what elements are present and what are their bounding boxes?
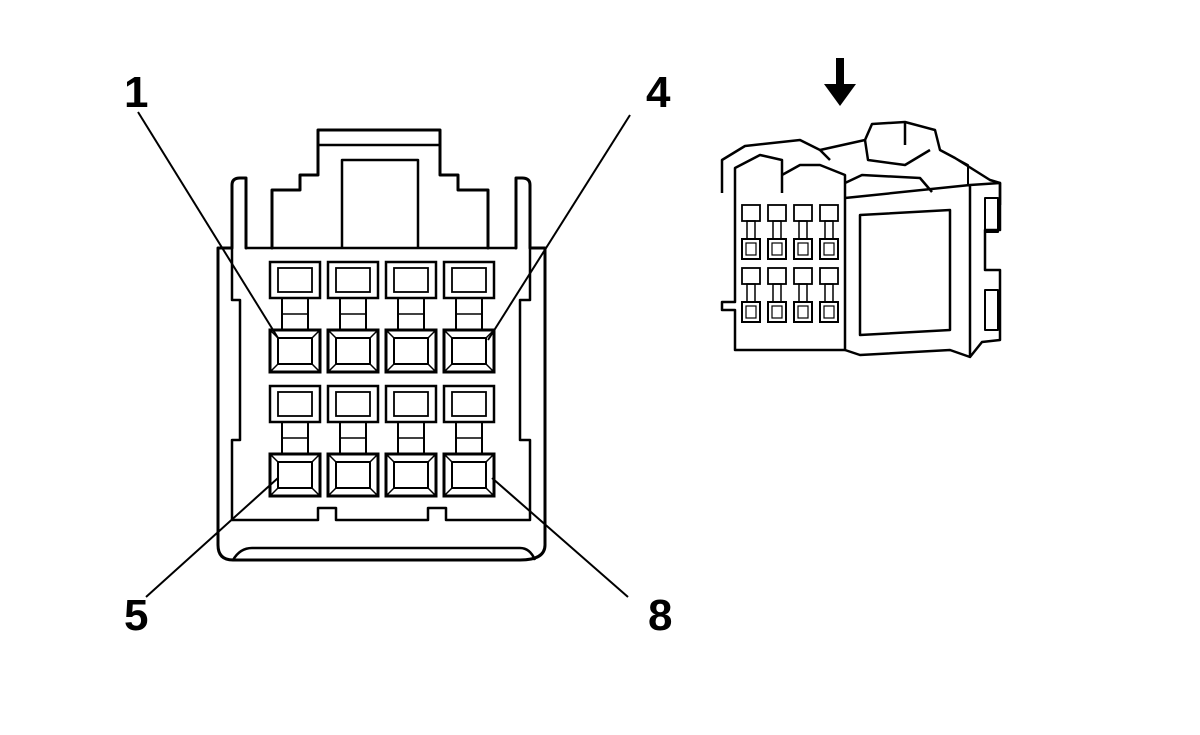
housing-inner-wall — [230, 248, 532, 500]
iso-pin-cavity-7 — [793, 267, 813, 323]
pin-cavity-4 — [442, 260, 496, 374]
iso-pin-cavity-8 — [819, 267, 839, 323]
pin-cavity-6 — [326, 384, 380, 498]
callout-label-4: 4 — [646, 68, 671, 117]
iso-pin-cavity-grid — [741, 204, 839, 323]
iso-pin-cavity-2 — [767, 204, 787, 260]
arrow-down-icon — [824, 58, 856, 106]
iso-side-latch — [939, 149, 999, 331]
pin-cavity-3 — [384, 260, 438, 374]
callout-leader-1 — [137, 111, 279, 339]
pin-cavity-5 — [268, 384, 322, 498]
callout-label-1: 1 — [124, 68, 148, 117]
iso-front-face — [720, 193, 847, 352]
callout-label-8: 8 — [648, 591, 672, 640]
connector-isometric-view — [720, 58, 1002, 359]
pin-cavity-1 — [268, 260, 322, 374]
pin-cavity-2 — [326, 260, 380, 374]
iso-pin-cavity-3 — [793, 204, 813, 260]
bottom-feet — [231, 546, 537, 561]
pin-cavity-8 — [442, 384, 496, 498]
iso-pin-cavity-6 — [767, 267, 787, 323]
connector-housing-outline — [216, 176, 547, 562]
connector-front-view: 1 4 5 8 — [124, 68, 672, 640]
iso-top-ridges — [733, 122, 933, 198]
bottom-rail — [230, 500, 532, 522]
iso-pin-cavity-5 — [741, 267, 761, 323]
pin-cavity-grid — [268, 260, 496, 498]
iso-top-surface — [720, 120, 1002, 205]
iso-pin-cavity-1 — [741, 204, 761, 260]
latch-inner — [316, 143, 442, 248]
callout-leader-8 — [491, 477, 629, 598]
pin-cavity-7 — [384, 384, 438, 498]
iso-pin-cavity-4 — [819, 204, 839, 260]
top-latch — [270, 128, 490, 250]
iso-side-face — [844, 181, 1002, 359]
callout-leader-4 — [487, 114, 631, 341]
callout-leader-5 — [145, 477, 279, 598]
callout-label-5: 5 — [124, 591, 148, 640]
